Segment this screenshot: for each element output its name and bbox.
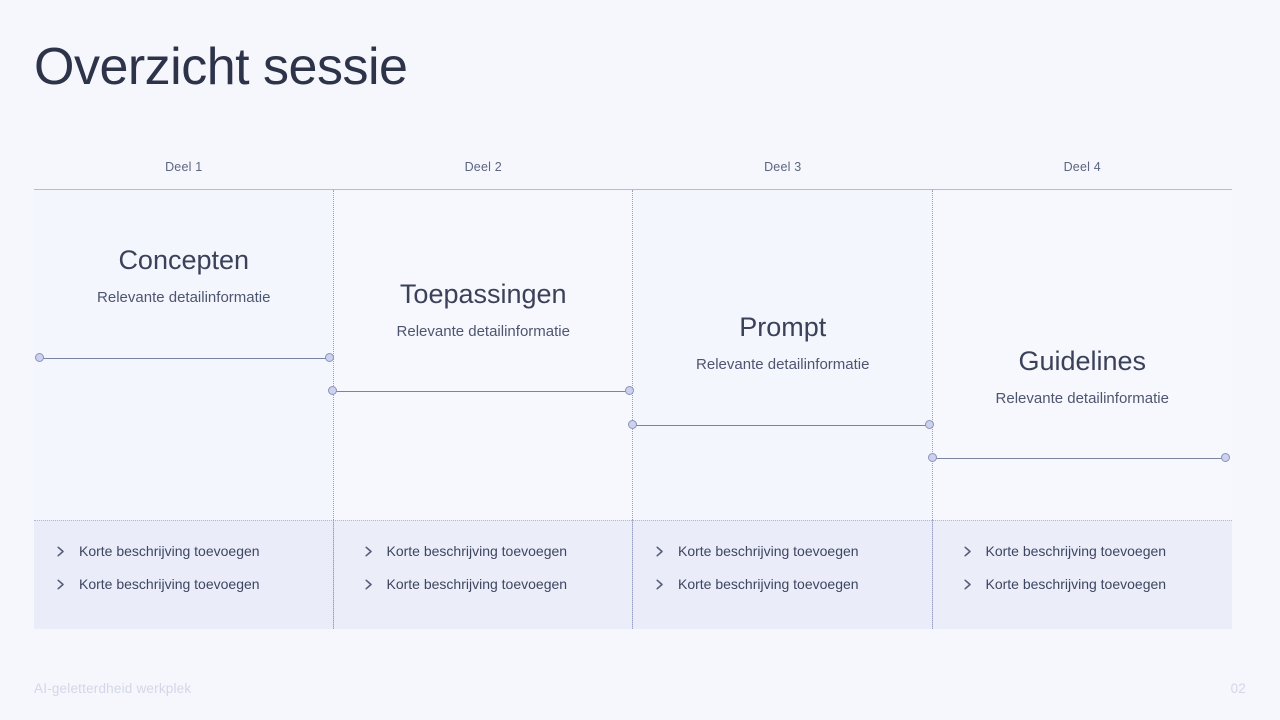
list-item-label: Korte beschrijving toevoegen [985,575,1167,592]
list-item[interactable]: Korte beschrijving toevoegen [633,543,933,560]
list-item-label: Korte beschrijving toevoegen [386,575,568,592]
list-item-label: Korte beschrijving toevoegen [678,543,859,559]
column-header-3: Deel 3 [764,160,802,174]
bullet-column-1: Korte beschrijving toevoegen Korte besch… [34,521,334,629]
bullets-panel: Korte beschrijving toevoegen Korte besch… [34,519,1233,629]
column-header-4: Deel 4 [1063,160,1101,174]
list-item-label: Korte beschrijving toevoegen [678,575,859,592]
session-overview-diagram: Deel 1 Deel 2 Deel 3 Deel 4 Concepten Re… [34,158,1233,629]
bullet-column-2: Korte beschrijving toevoegen Korte besch… [332,519,634,629]
list-item-label: Korte beschrijving toevoegen [79,575,260,592]
list-item[interactable]: Korte beschrijving toevoegen [933,543,1233,560]
list-item-label: Korte beschrijving toevoegen [985,543,1167,559]
column-header-1: Deel 1 [165,160,203,174]
column-header-2: Deel 2 [464,160,502,174]
column-header-row: Deel 1 Deel 2 Deel 3 Deel 4 [34,158,1232,190]
list-item[interactable]: Korte beschrijving toevoegen [34,576,334,593]
footer-label: AI-geletterdheid werkplek [34,681,192,696]
bullet-column-3: Korte beschrijving toevoegen Korte besch… [632,519,933,629]
chevron-right-icon [961,545,974,558]
chevron-right-icon [362,578,375,591]
chevron-right-icon [653,545,666,558]
chevron-right-icon [54,545,67,558]
list-item[interactable]: Korte beschrijving toevoegen [34,543,334,560]
list-item[interactable]: Korte beschrijving toevoegen [334,543,634,560]
chevron-right-icon [961,578,974,591]
list-item[interactable]: Korte beschrijving toevoegen [633,576,933,593]
chevron-right-icon [362,545,375,558]
list-item-label: Korte beschrijving toevoegen [79,543,260,559]
page-number: 02 [1230,681,1246,696]
page-title: Overzicht sessie [34,38,408,96]
chevron-right-icon [653,578,666,591]
bullet-column-4: Korte beschrijving toevoegen Korte besch… [931,519,1233,629]
chevron-right-icon [54,578,67,591]
header-divider-line [34,189,1232,190]
list-item-label: Korte beschrijving toevoegen [386,543,568,559]
list-item[interactable]: Korte beschrijving toevoegen [933,576,1233,593]
list-item[interactable]: Korte beschrijving toevoegen [334,576,634,593]
